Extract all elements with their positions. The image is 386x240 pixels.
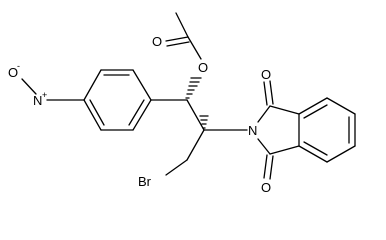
bond-carbonyl-o-double-a — [165, 36, 189, 42]
atom-labels: O O O - N + O N O Br — [8, 34, 271, 195]
bond-c-top-o-a — [263, 81, 268, 106]
bond-layer — [21, 12, 356, 180]
bond-n-c-bottom — [257, 138, 271, 155]
ring-bond-3 — [83, 69, 102, 101]
atom-label-nitro-oxygen: O — [8, 65, 18, 80]
atom-label-imide-nitrogen: N — [248, 123, 257, 138]
bond-carbonyl-o-double-b — [166, 41, 190, 47]
benzo-bond-1 — [298, 97, 328, 115]
bond-carbonyl-ester-o — [187, 36, 202, 60]
benzo-bond-5 — [298, 145, 328, 163]
bond-c-bottom-c7a — [269, 145, 300, 155]
bond-nitro-n-o-minus — [21, 78, 37, 95]
atom-label-ester-oxygen: O — [198, 60, 208, 75]
bond-c-top-c3a — [269, 105, 300, 115]
ring-double-b — [89, 99, 105, 126]
bond-c-bottom-o-b — [269, 155, 274, 180]
hashed-bond-c1-ester-o — [185, 77, 202, 99]
ring-bond-4 — [83, 99, 102, 131]
atom-charge-nitro-minus: - — [17, 61, 20, 71]
benzo-double-a — [303, 104, 328, 119]
atom-label-nitro-nitrogen: N — [33, 93, 42, 108]
bond-c-top-o-b — [269, 80, 274, 105]
ring-bond-1 — [132, 69, 152, 101]
bond-c1-c2 — [186, 99, 205, 131]
bond-c2-ch2 — [186, 129, 205, 161]
hashed-bond-c2 — [199, 115, 209, 129]
benzo-bond-4 — [326, 145, 356, 163]
benzo-bond-2 — [326, 97, 356, 115]
atom-label-bromine: Br — [138, 174, 152, 189]
benzo-double-c — [303, 141, 328, 156]
bond-methyl-carbonyl — [175, 12, 189, 38]
atom-label-carbonyl-oxygen-acetyl: O — [152, 34, 162, 49]
atom-label-imide-oxygen-top: O — [261, 67, 271, 82]
atom-charge-nitro-plus: + — [42, 90, 47, 100]
atom-label-imide-oxygen-bottom: O — [261, 180, 271, 195]
bond-n-c-top — [257, 105, 271, 123]
ring-bond-6 — [132, 99, 152, 131]
molecule-diagram: O O O - N + O N O Br — [8, 12, 356, 195]
bond-c-bottom-o-a — [263, 154, 268, 179]
ring-double-c — [128, 99, 145, 126]
bond-ch2-br — [165, 159, 188, 176]
